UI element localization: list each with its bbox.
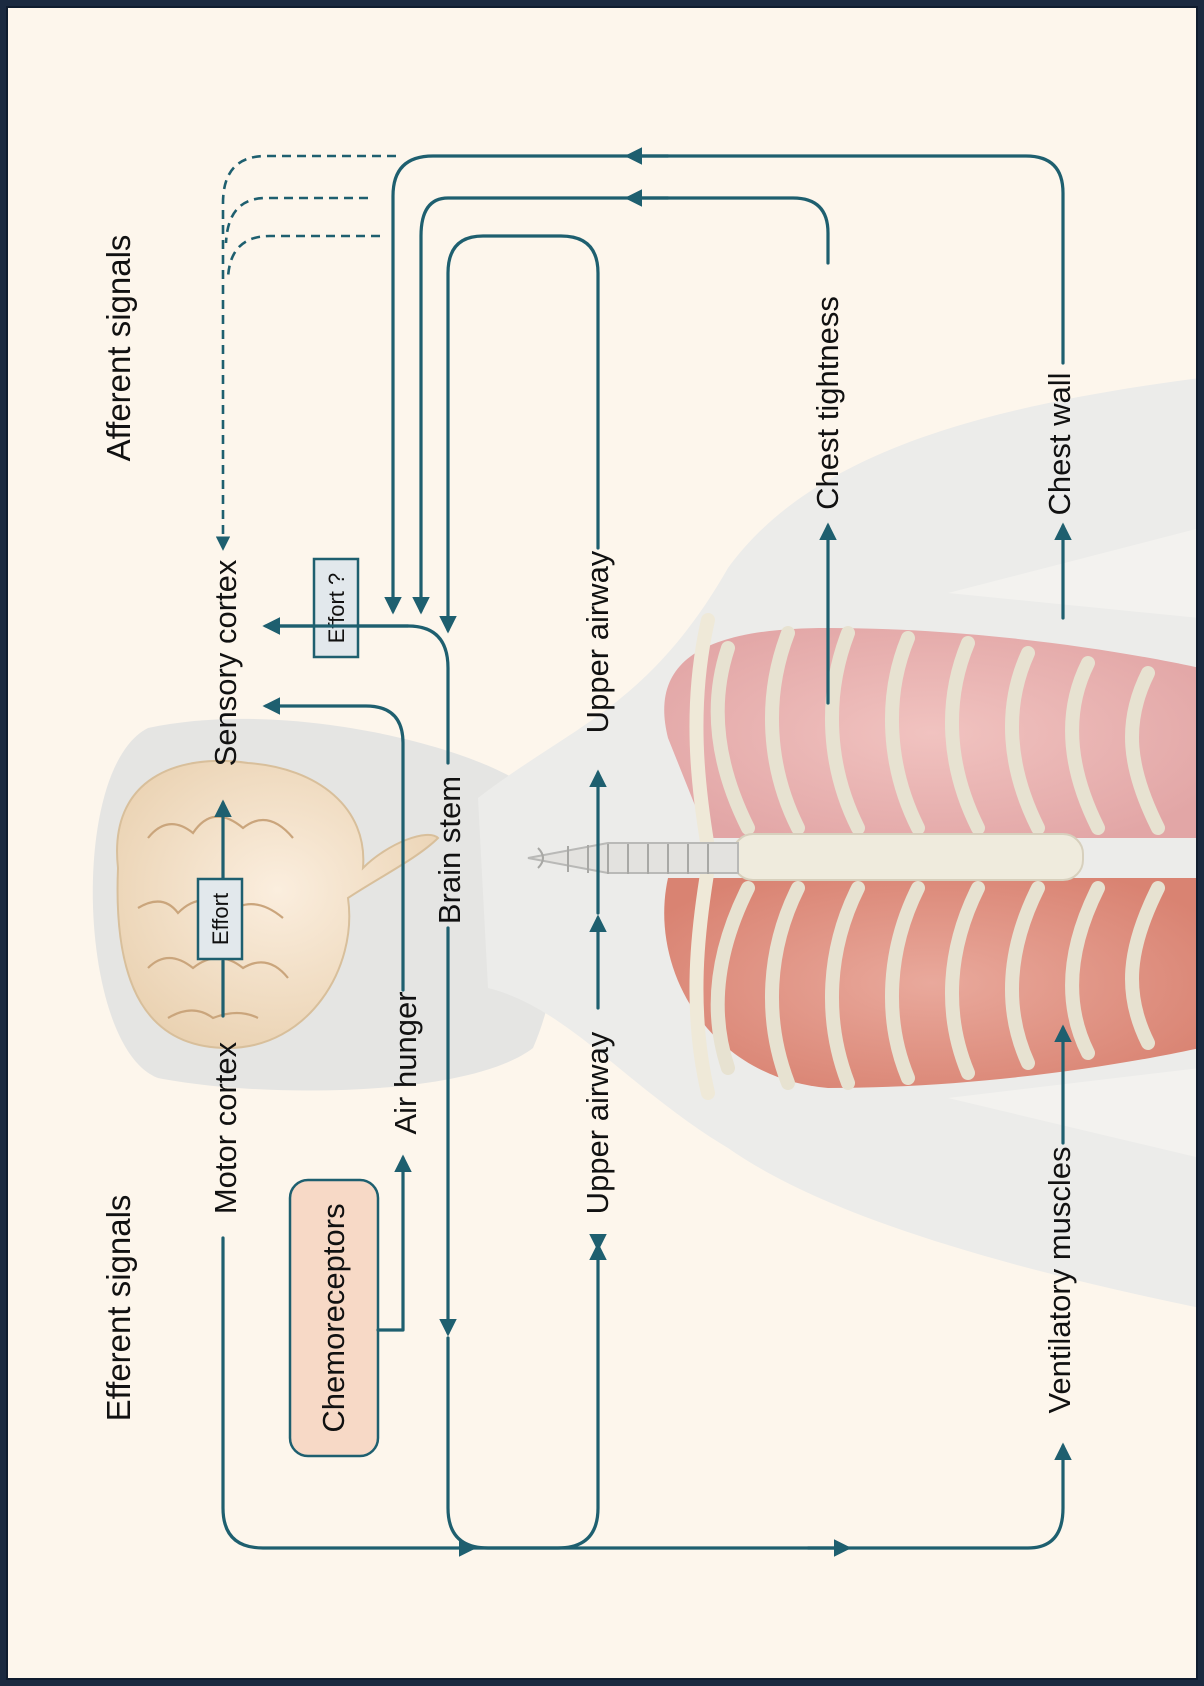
motor-cortex-label: Motor cortex: [208, 1041, 243, 1214]
ventilatory-muscles-label: Ventilatory muscles: [1042, 1146, 1077, 1413]
effort-box: Effort: [198, 879, 242, 959]
dashed-afferent-3: [228, 236, 380, 278]
effort-box-label: Effort: [208, 893, 233, 945]
diagram-frame: Afferent signals Efferent signals Sensor…: [6, 6, 1198, 1680]
chemoreceptors-label: Chemoreceptors: [316, 1203, 351, 1432]
chest-wall-label: Chest wall: [1042, 373, 1077, 516]
upper-airway-efferent-label: Upper airway: [580, 1031, 615, 1214]
efferent-bus: [473, 1446, 1063, 1548]
sensory-cortex-label: Sensory cortex: [208, 559, 243, 766]
afferent-signals-heading: Afferent signals: [100, 235, 137, 462]
efferent-signals-heading: Efferent signals: [100, 1195, 137, 1422]
effort-question-box-label: Effort ?: [324, 573, 349, 644]
chemoreceptors-box: Chemoreceptors: [290, 1180, 378, 1456]
brain-stem-label: Brain stem: [432, 776, 467, 924]
effort-question-box: Effort ?: [314, 559, 358, 657]
chemoreceptors-to-air-hunger: [378, 1158, 403, 1330]
upper-airway-afferent-label: Upper airway: [580, 550, 615, 733]
dashed-afferent-1: [223, 156, 396, 548]
air-hunger-label: Air hunger: [388, 991, 423, 1134]
brain-stem-loop: [448, 1246, 598, 1548]
chest-tightness-label: Chest tightness: [810, 296, 845, 510]
dyspnea-signal-diagram: Afferent signals Efferent signals Sensor…: [8, 8, 1198, 1680]
upper-airway-afferent-path-top: [448, 236, 598, 630]
